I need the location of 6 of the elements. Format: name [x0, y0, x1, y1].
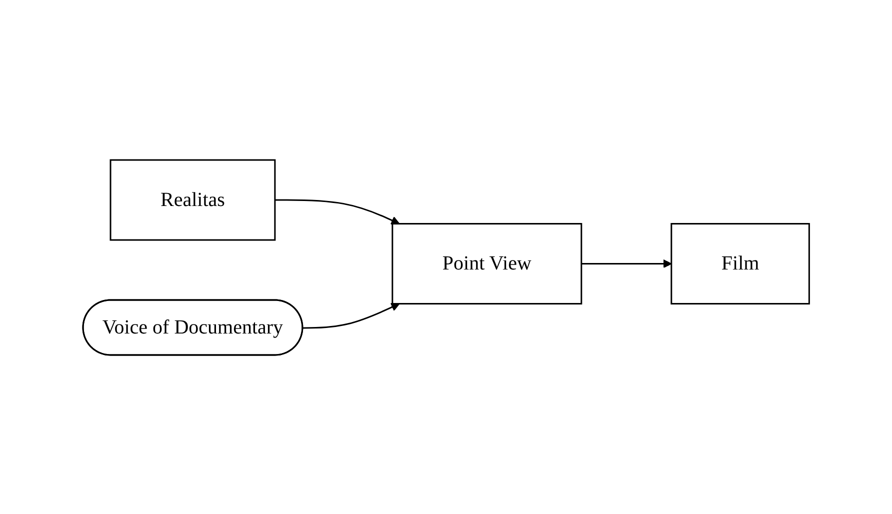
node-box: Point View — [392, 222, 582, 304]
arrow — [581, 258, 672, 268]
arrow — [274, 198, 400, 224]
node-box: Film — [670, 222, 810, 304]
arrow — [302, 302, 400, 328]
node-box: Realitas — [110, 158, 276, 240]
